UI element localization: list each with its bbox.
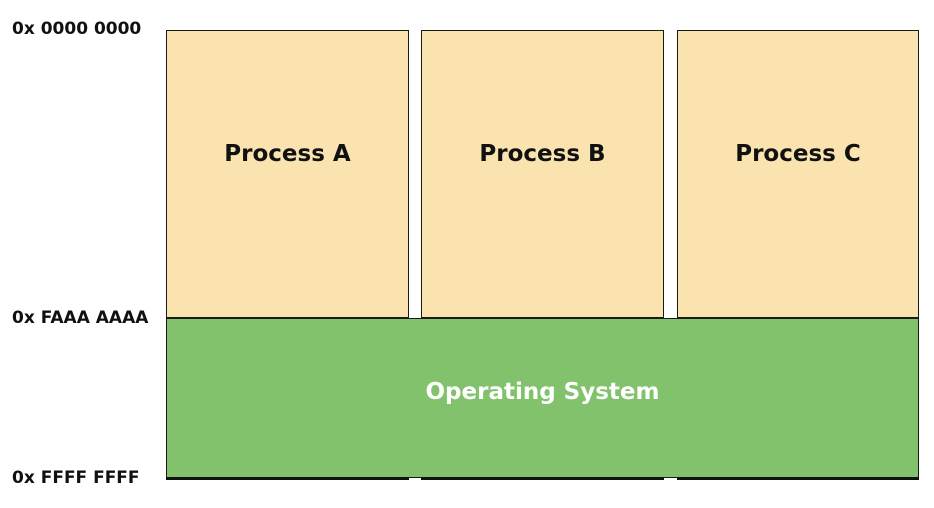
process-c-block: Process C [677, 30, 919, 318]
process-b-block: Process B [421, 30, 664, 318]
process-a-block: Process A [166, 30, 409, 318]
process-b-bottom-edge [421, 477, 664, 480]
process-a-bottom-edge [166, 477, 409, 480]
process-a-label: Process A [224, 141, 351, 167]
address-middle-label: 0x FAAA AAAA [12, 308, 149, 328]
process-b-label: Process B [479, 141, 606, 167]
address-bottom-label: 0x FFFF FFFF [12, 468, 140, 488]
process-c-bottom-edge [677, 477, 919, 480]
process-c-label: Process C [735, 141, 861, 167]
operating-system-block: Operating System [166, 318, 919, 478]
address-top-label: 0x 0000 0000 [12, 19, 142, 39]
operating-system-label: Operating System [425, 379, 660, 405]
